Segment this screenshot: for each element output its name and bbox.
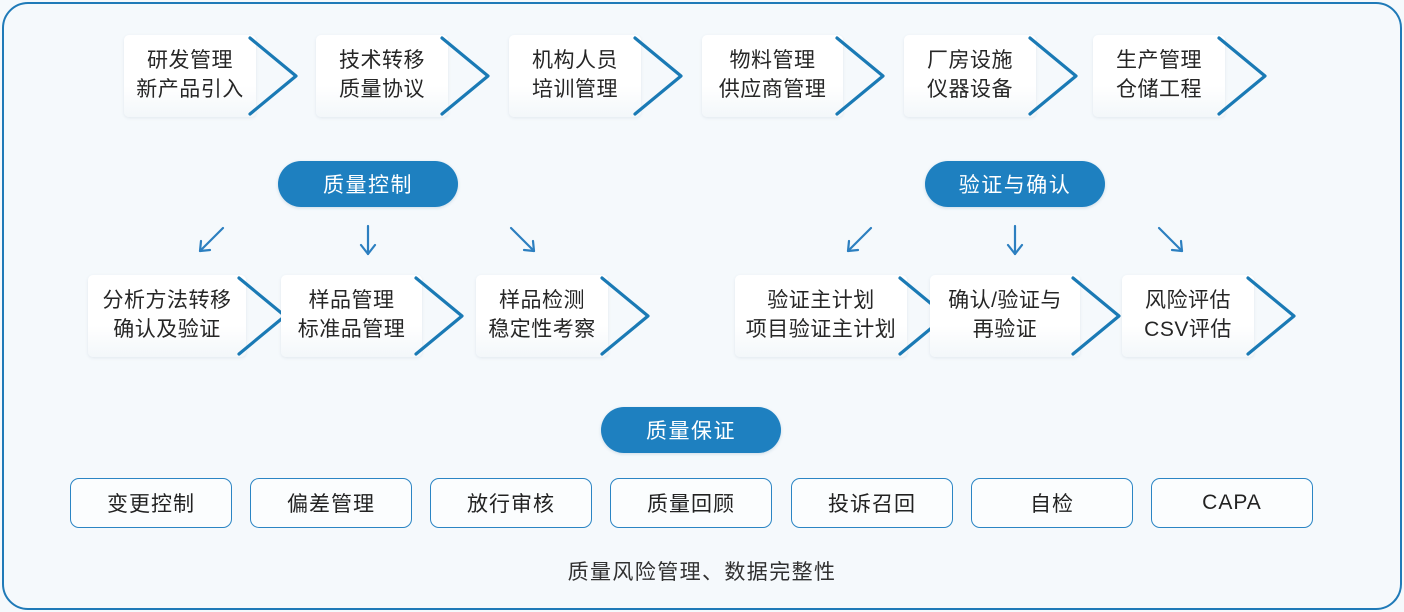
arrow-down-left-icon [838, 222, 878, 262]
middle-step-4[interactable]: 验证主计划 项目验证主计划 [735, 275, 948, 357]
qa-item-7[interactable]: CAPA [1151, 478, 1313, 528]
top-step-1[interactable]: 研发管理 新产品引入 [124, 35, 298, 117]
arrow-down-left-icon [190, 222, 230, 262]
top-step-2[interactable]: 技术转移 质量协议 [316, 35, 490, 117]
step-label-line2: 质量协议 [339, 78, 425, 101]
middle-step-6[interactable]: 风险评估 CSV评估 [1122, 275, 1296, 357]
qa-item-1[interactable]: 变更控制 [70, 478, 232, 528]
step-label-line1: 分析方法转移 [102, 289, 232, 313]
step-label-line2: 再验证 [972, 318, 1038, 341]
step-label-line2: 项目验证主计划 [745, 318, 897, 341]
qa-item-5[interactable]: 投诉召回 [791, 478, 953, 528]
step-label-line1: 样品管理 [308, 289, 395, 313]
qa-item-label: 质量回顾 [647, 493, 735, 516]
arrow-down-right-icon [504, 222, 544, 262]
step-label-line2: 供应商管理 [718, 78, 827, 101]
qa-item-4[interactable]: 质量回顾 [610, 478, 772, 528]
step-label-line1: 样品检测 [499, 289, 585, 313]
step-label-line2: 标准品管理 [297, 318, 406, 341]
middle-step-5[interactable]: 确认/验证与 再验证 [930, 275, 1121, 357]
qa-item-6[interactable]: 自检 [971, 478, 1133, 528]
pill-validation-qualification[interactable]: 验证与确认 [925, 161, 1105, 207]
pill-label: 质量保证 [646, 420, 736, 443]
qa-item-label: 变更控制 [107, 493, 195, 516]
step-label-line2: 稳定性考察 [488, 318, 596, 341]
step-label-line2: 培训管理 [532, 78, 618, 101]
pill-label: 验证与确认 [958, 174, 1072, 197]
middle-step-2[interactable]: 样品管理 标准品管理 [281, 275, 464, 357]
step-label-line1: 物料管理 [729, 49, 816, 73]
top-step-5[interactable]: 厂房设施 仪器设备 [904, 35, 1078, 117]
qa-item-label: 放行审核 [467, 493, 555, 516]
step-label-line2: 仓储工程 [1116, 78, 1202, 101]
qa-item-label: CAPA [1202, 491, 1262, 514]
qa-item-2[interactable]: 偏差管理 [250, 478, 412, 528]
step-label-line2: 确认及验证 [113, 318, 221, 341]
pill-quality-assurance[interactable]: 质量保证 [601, 407, 781, 453]
step-label-line2: 新产品引入 [136, 78, 244, 101]
step-label-line1: 确认/验证与 [948, 289, 1062, 313]
step-label-line1: 风险评估 [1145, 289, 1231, 313]
top-step-6[interactable]: 生产管理 仓储工程 [1093, 35, 1267, 117]
step-label-line2: 仪器设备 [927, 78, 1013, 101]
top-step-4[interactable]: 物料管理 供应商管理 [702, 35, 885, 117]
middle-step-3[interactable]: 样品检测 稳定性考察 [476, 275, 650, 357]
arrow-down-right-icon [1152, 222, 1192, 262]
step-label-line1: 技术转移 [339, 49, 425, 73]
step-label-line1: 机构人员 [532, 49, 618, 73]
arrow-down-icon [997, 222, 1033, 262]
qa-item-3[interactable]: 放行审核 [430, 478, 592, 528]
qa-item-label: 偏差管理 [287, 493, 375, 516]
arrow-down-icon [350, 222, 386, 262]
step-label-line1: 生产管理 [1116, 49, 1202, 73]
step-label-line1: 验证主计划 [767, 289, 875, 313]
pill-quality-control[interactable]: 质量控制 [278, 161, 458, 207]
middle-step-1[interactable]: 分析方法转移 确认及验证 [88, 275, 287, 357]
step-label-line1: 研发管理 [147, 49, 233, 73]
pill-label: 质量控制 [323, 174, 413, 197]
step-label-line1: 厂房设施 [927, 49, 1013, 73]
step-label-line2: CSV评估 [1144, 318, 1232, 341]
qa-item-label: 投诉召回 [828, 493, 916, 516]
top-step-3[interactable]: 机构人员 培训管理 [509, 35, 683, 117]
qa-item-label: 自检 [1030, 493, 1074, 516]
footer-caption: 质量风险管理、数据完整性 [567, 561, 837, 584]
